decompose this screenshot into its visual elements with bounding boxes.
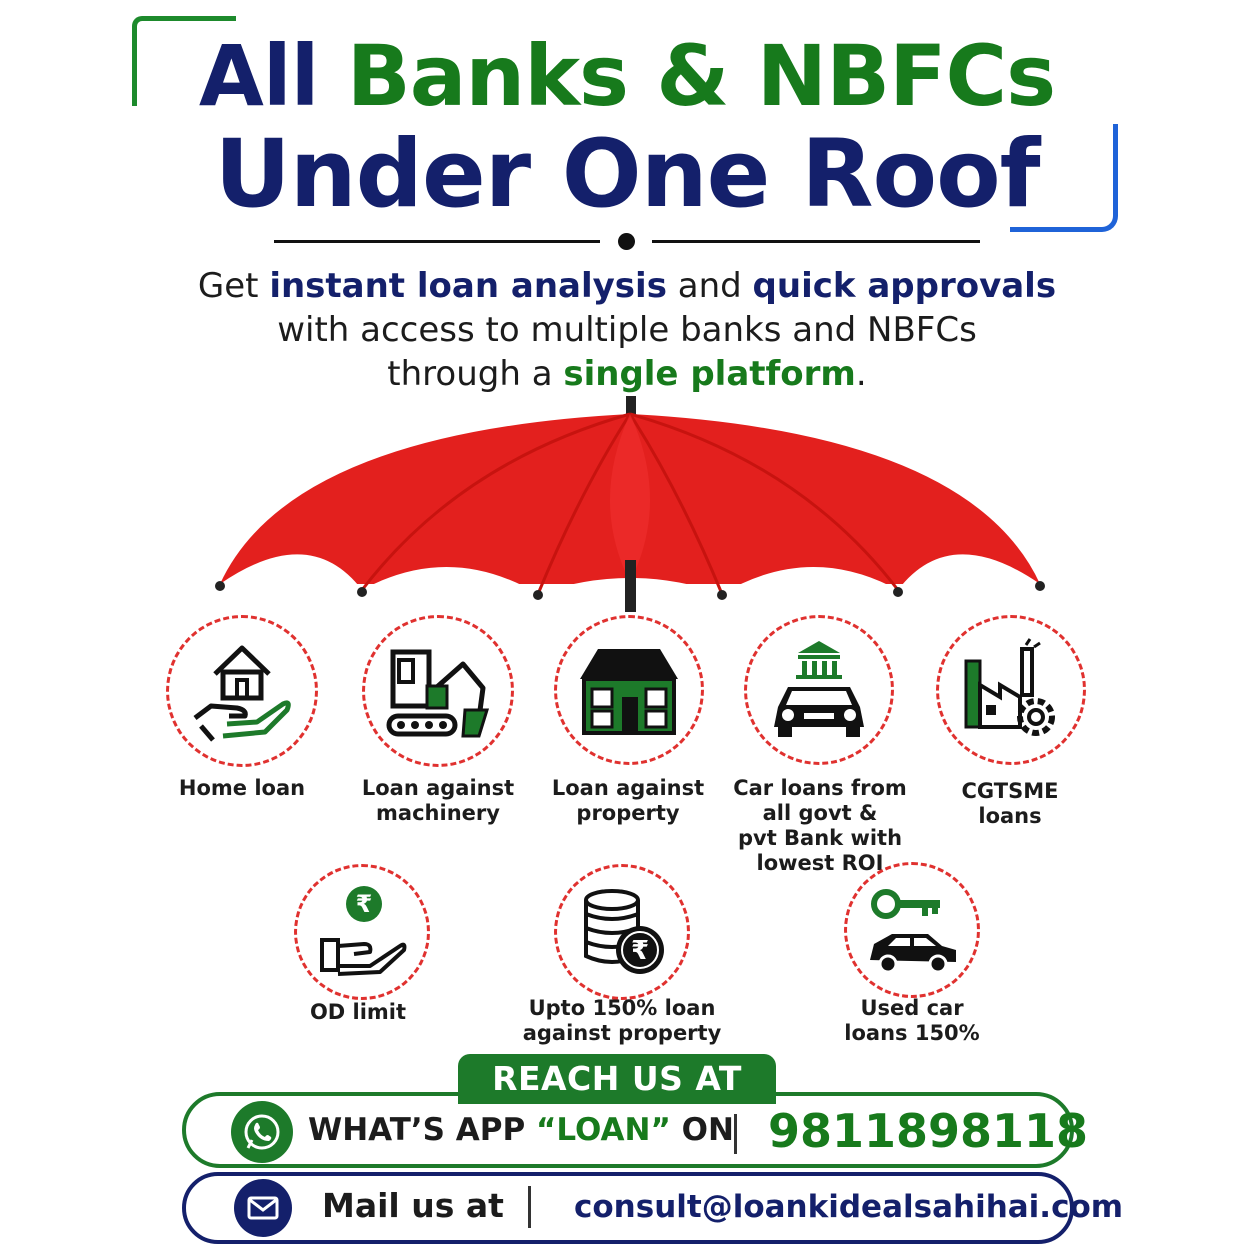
home-loan-circle: [166, 615, 318, 767]
cgtsme-loan-label: CGTSME loans: [961, 779, 1059, 828]
mail-contact-pill[interactable]: [182, 1172, 1074, 1244]
subtitle-line-3: through a single platform.: [387, 354, 867, 394]
divider-dot: [618, 233, 635, 250]
headline-all: All: [198, 27, 320, 125]
divider-right: [652, 240, 980, 243]
od-limit-circle: ₹: [294, 864, 430, 1000]
used-car-circle: [844, 862, 980, 998]
mail-icon[interactable]: [234, 1179, 292, 1237]
whatsapp-icon[interactable]: [231, 1101, 293, 1163]
mail-label: Mail us at: [322, 1186, 504, 1225]
house-in-hand-icon: [193, 645, 291, 742]
whatsapp-contact-pill[interactable]: [182, 1092, 1074, 1168]
phone-handset-icon: [244, 1114, 280, 1150]
highlight-quick-approvals: quick approvals: [752, 266, 1057, 306]
excavator-icon: [386, 649, 490, 738]
svg-text:₹: ₹: [631, 936, 649, 966]
coins-rupee-icon: ₹: [584, 889, 664, 974]
machinery-loan-circle: [362, 615, 514, 767]
email-address[interactable]: consult@loankidealsahihai.com: [574, 1189, 1124, 1225]
cgtsme-loan-circle: [936, 615, 1086, 765]
property-house-icon: [580, 649, 678, 735]
property-150-label: Upto 150% loan against property: [522, 996, 722, 1045]
subtitle-line-2: with access to multiple banks and NBFCs: [277, 310, 977, 350]
headline-line-2: Under One Roof: [214, 120, 1040, 229]
property-loan-label: Loan against property: [551, 776, 705, 825]
od-limit-label: OD limit: [309, 1000, 407, 1024]
home-loan-label: Home loan: [178, 776, 306, 800]
whatsapp-label: WHAT’S APP “LOAN” ON: [308, 1112, 734, 1148]
phone-number[interactable]: 9811898118: [768, 1104, 1089, 1158]
headline-banks: Banks & NBFCs: [346, 27, 1056, 125]
headline-line-1: All Banks & NBFCs: [0, 34, 1254, 118]
subtitle-line-1: Get instant loan analysis and quick appr…: [197, 266, 1057, 306]
divider-left: [274, 240, 600, 243]
machinery-loan-label: Loan against machinery: [361, 776, 515, 825]
mail-separator: [528, 1186, 531, 1228]
property-150-circle: ₹: [554, 864, 690, 1000]
bank-car-icon: [774, 641, 864, 737]
used-car-label: Used car loans 150%: [844, 996, 980, 1045]
whatsapp-separator: [734, 1114, 737, 1154]
car-loan-label: Car loans from all govt & pvt Bank with …: [733, 776, 907, 875]
factory-gear-icon: [964, 638, 1055, 736]
corner-bracket-top-left: [132, 16, 236, 106]
umbrella-icon: [215, 396, 1045, 612]
rupee-hand-icon: ₹: [320, 886, 407, 976]
key-car-icon: [870, 889, 956, 974]
envelope-icon: [247, 1196, 279, 1220]
highlight-instant-analysis: instant loan analysis: [269, 266, 667, 306]
keyword-loan: “LOAN”: [536, 1112, 671, 1148]
property-loan-circle: [554, 615, 704, 765]
reach-us-heading: REACH US AT: [458, 1054, 776, 1104]
car-loan-circle: [744, 615, 894, 765]
svg-text:₹: ₹: [356, 890, 373, 918]
corner-bracket-bottom-right: [1010, 124, 1118, 232]
highlight-single-platform: single platform: [563, 354, 856, 394]
